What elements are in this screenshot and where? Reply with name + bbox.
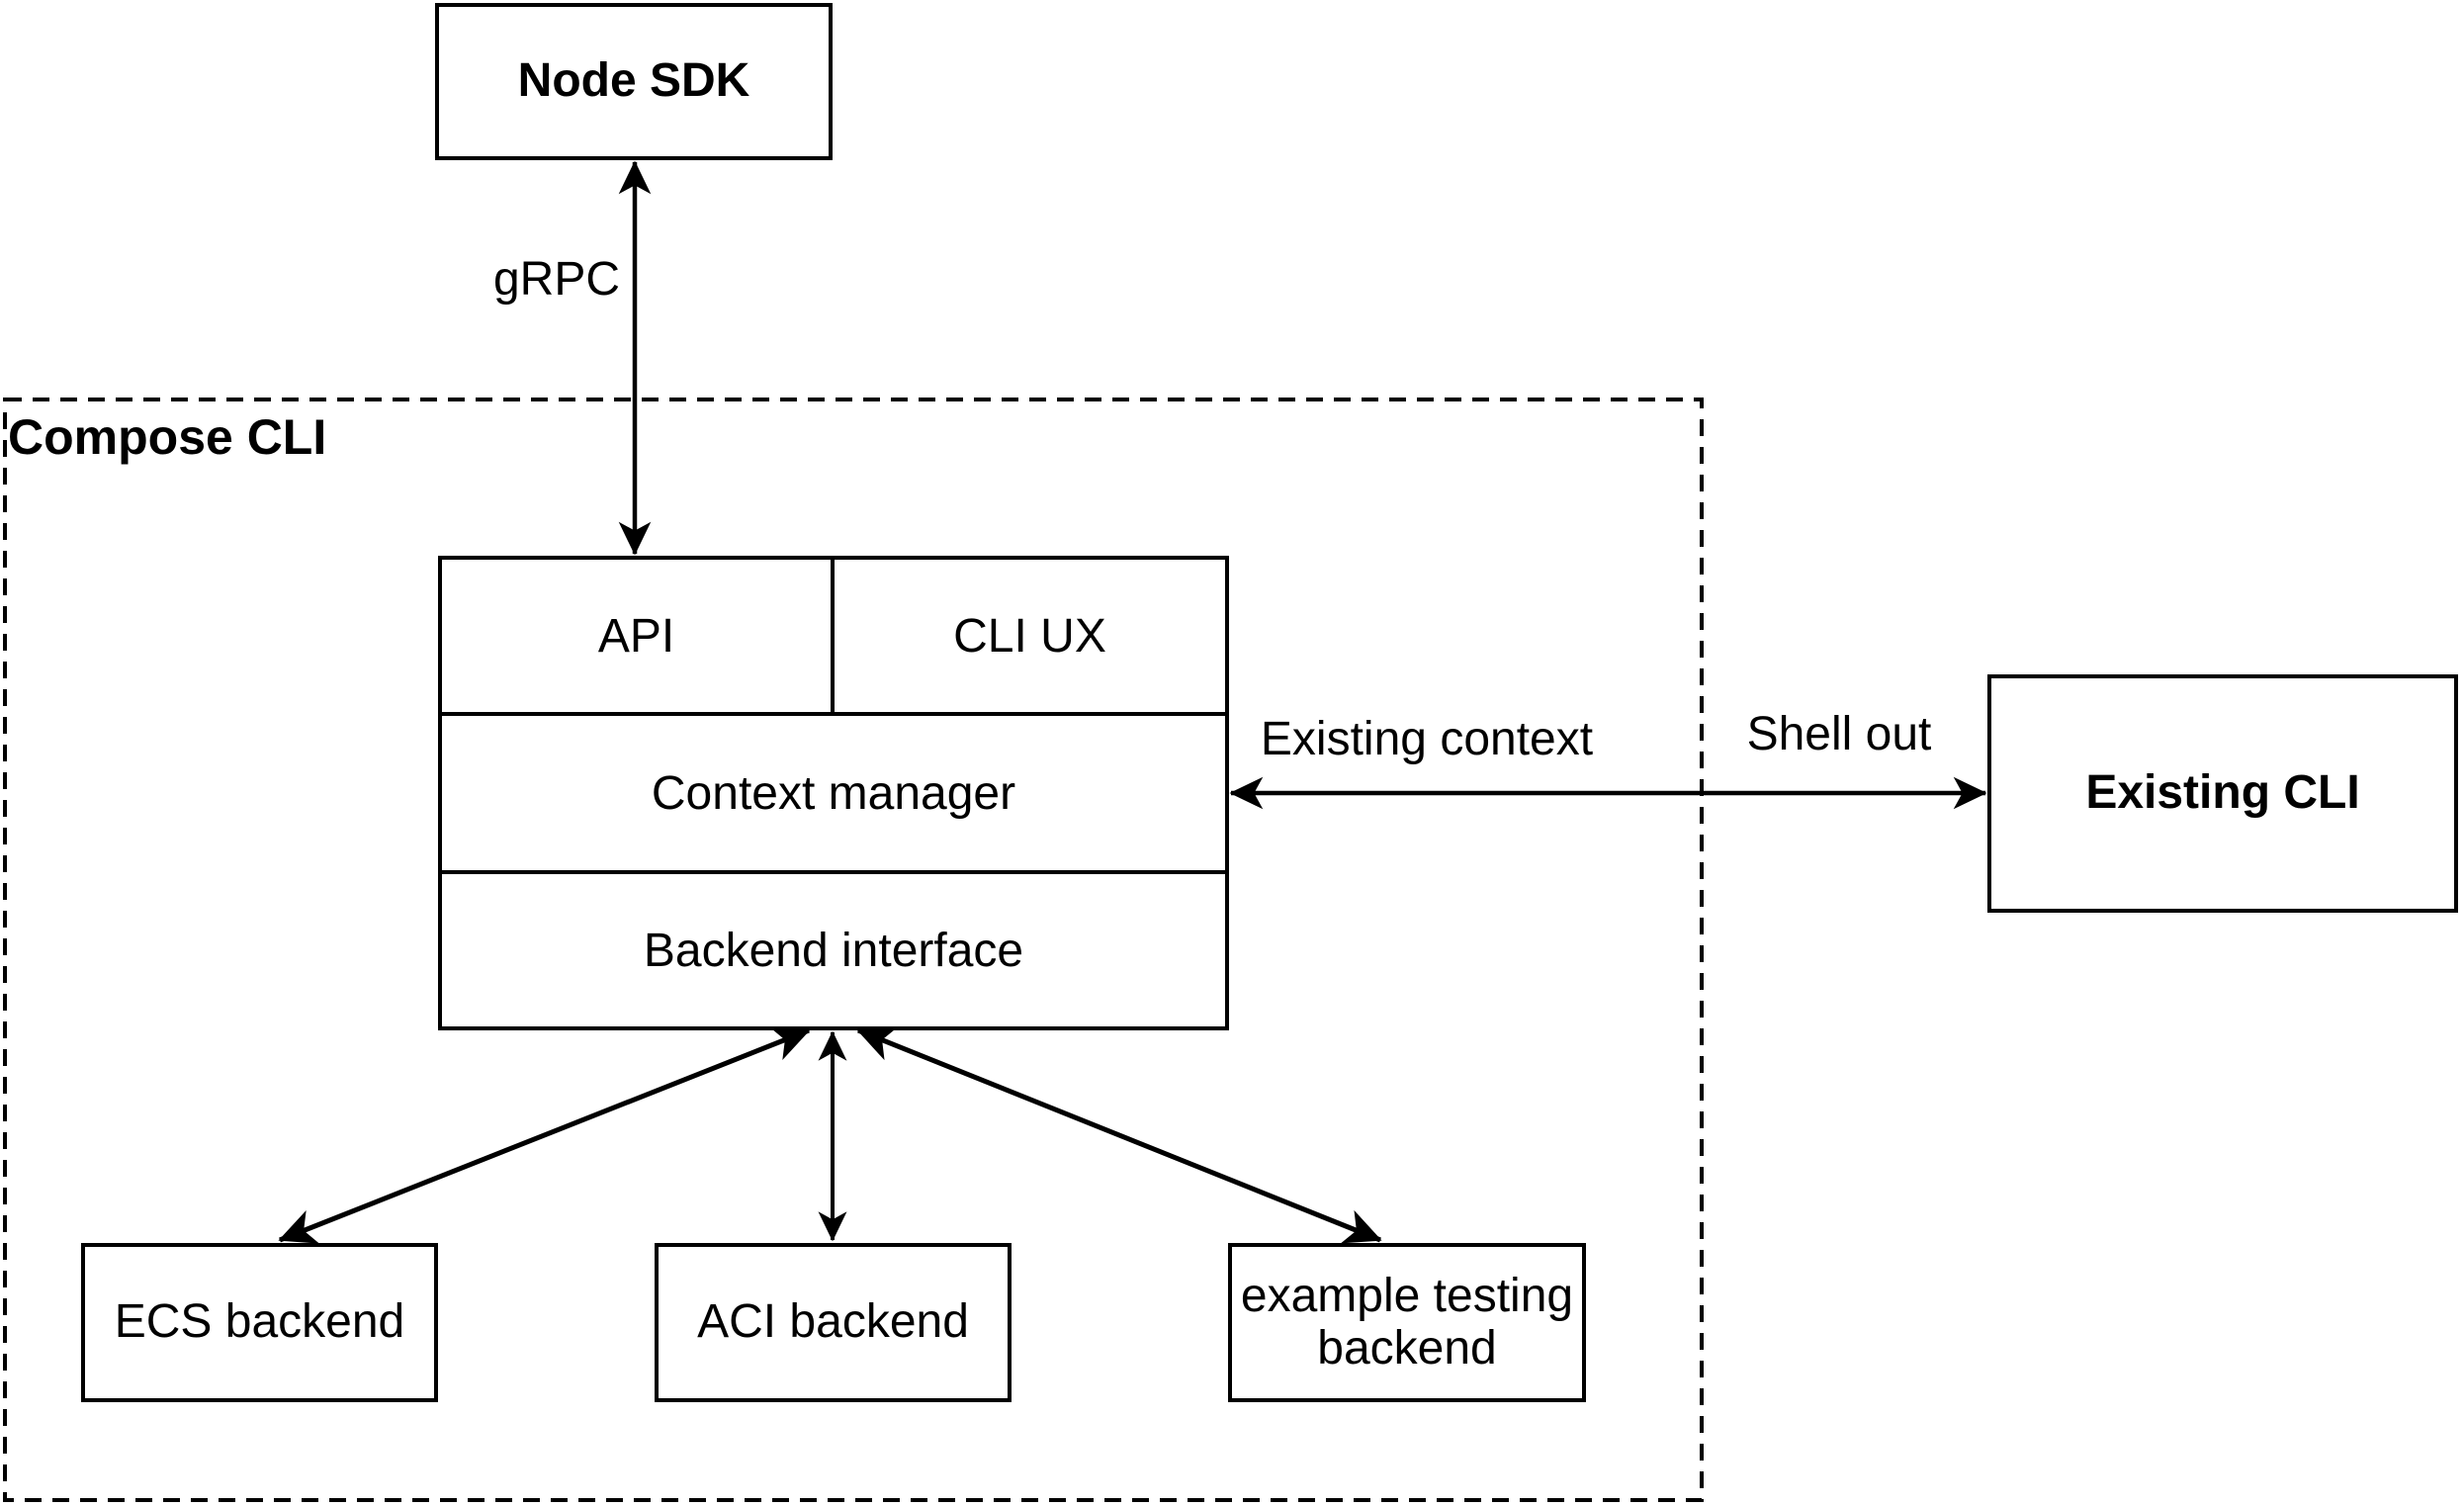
existing-cli-label: Existing CLI [2085, 766, 2360, 820]
aci-backend-label: ACI backend [697, 1295, 969, 1349]
compose-cli-container-label: Compose CLI [8, 409, 327, 465]
ecs-backend-label: ECS backend [114, 1295, 405, 1349]
cli-ux-label: CLI UX [953, 609, 1106, 663]
context-manager-label: Context manager [651, 766, 1016, 820]
api-cliux-row: API CLI UX [442, 560, 1225, 716]
backend-interface-label: Backend interface [643, 924, 1024, 977]
backend-interface-cell: Backend interface [442, 874, 1225, 1026]
example-testing-backend-label: example testing backend [1240, 1269, 1574, 1374]
context-manager-cell: Context manager [442, 716, 1225, 870]
grpc-edge-label: gRPC [492, 253, 620, 306]
api-cell: API [442, 560, 835, 712]
edge-backend-to-example [856, 1026, 1382, 1244]
cli-ux-cell: CLI UX [835, 560, 1225, 712]
compose-cli-core-box: API CLI UX Context manager Backend inter… [438, 556, 1229, 1030]
backend-interface-row: Backend interface [442, 874, 1225, 1026]
shell-out-edge-label: Shell out [1746, 708, 1932, 760]
existing-context-edge-label: Existing context [1260, 713, 1594, 765]
existing-cli-box: Existing CLI [1987, 674, 2458, 913]
api-label: API [597, 609, 675, 663]
node-sdk-label: Node SDK [517, 54, 750, 108]
ecs-backend-box: ECS backend [81, 1243, 438, 1402]
edge-backend-to-ecs [278, 1026, 811, 1244]
node-sdk-box: Node SDK [435, 3, 833, 160]
example-testing-backend-box: example testing backend [1228, 1243, 1586, 1402]
context-manager-row: Context manager [442, 716, 1225, 874]
aci-backend-box: ACI backend [655, 1243, 1012, 1402]
